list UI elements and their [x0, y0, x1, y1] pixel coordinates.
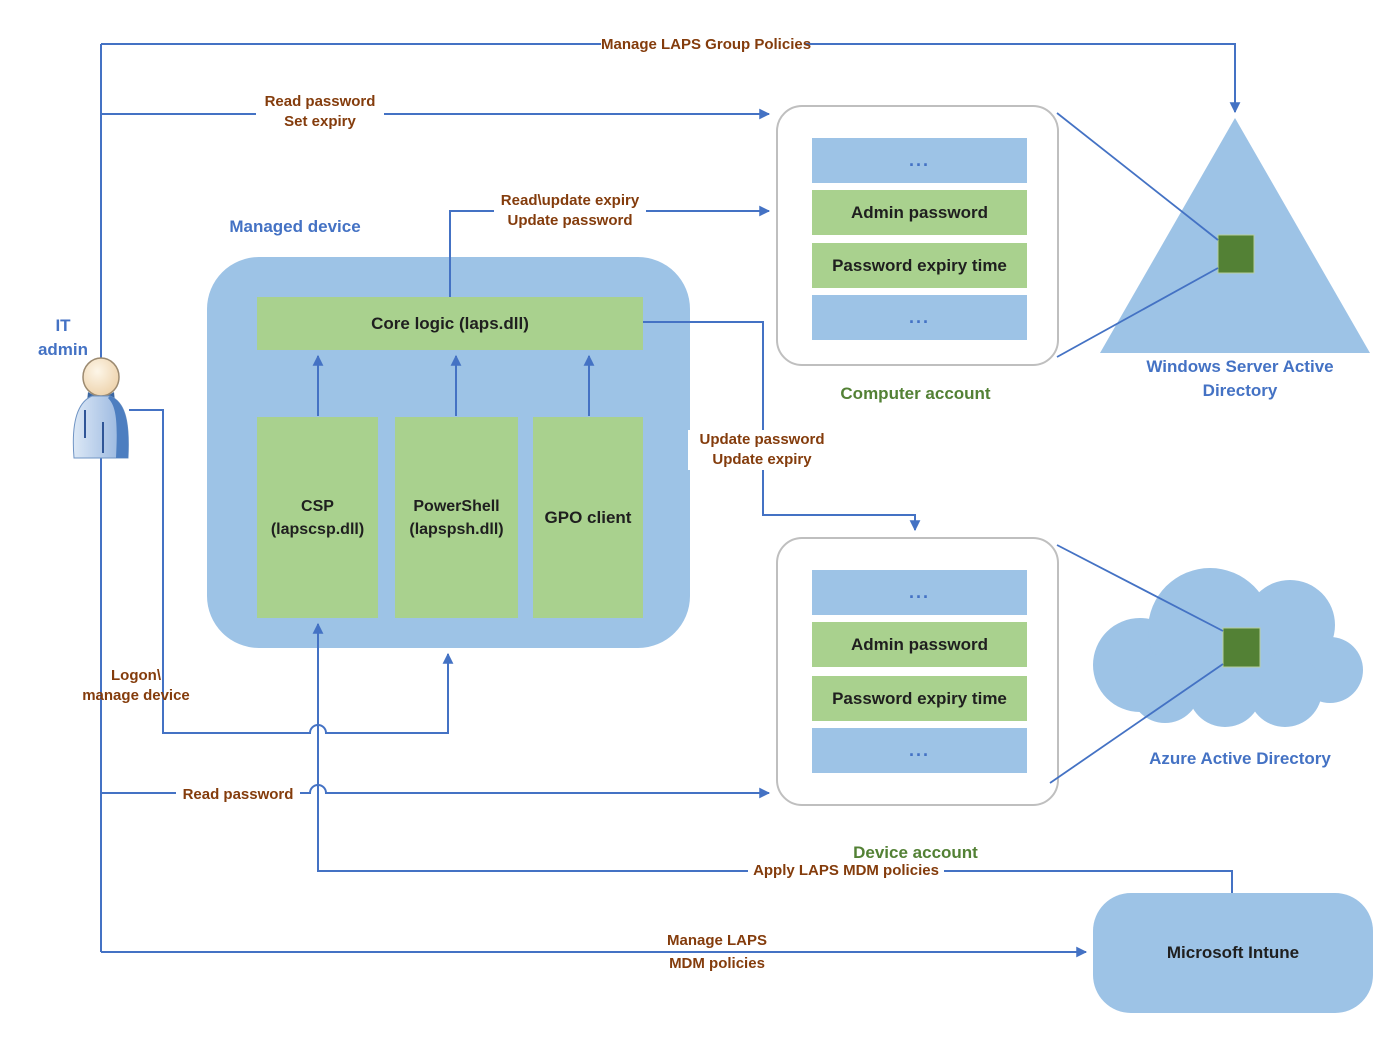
device-account-row: Admin password	[812, 622, 1027, 667]
powershell-label-line1: PowerShell	[413, 497, 500, 515]
computer-account-row: ...	[812, 295, 1027, 340]
edge-label-manage-mdm-policies-line2: MDM policies	[669, 955, 765, 972]
edge-label-logon-manage-device: Logon\ manage device	[82, 667, 190, 704]
azure-ad-cloud-icon	[1093, 568, 1363, 727]
powershell-box: PowerShell (lapspsh.dll)	[395, 417, 518, 618]
it-admin-icon	[72, 357, 129, 459]
edge-label-read-password: Read password	[176, 785, 300, 805]
managed-device-label: Managed device	[229, 217, 361, 236]
windows-ad-directory-node-icon	[1217, 234, 1255, 274]
edge-label-manage-group-policies: Manage LAPS Group Policies	[601, 35, 812, 55]
core-logic-label: Core logic (laps.dll)	[371, 313, 529, 333]
device-account-row: ...	[812, 728, 1027, 773]
powershell-label-line2: (lapspsh.dll)	[409, 520, 504, 538]
csp-label-line2: (lapscsp.dll)	[270, 520, 365, 538]
microsoft-intune-box: Microsoft Intune	[1093, 893, 1373, 1013]
computer-account-box: ... Admin password Password expiry time …	[776, 105, 1059, 366]
windows-ad-label: Windows Server Active Directory	[1146, 357, 1334, 400]
edge-label-update-password-expiry: Update password Update expiry	[688, 430, 836, 470]
device-account-box: ... Admin password Password expiry time …	[776, 537, 1059, 806]
azure-ad-label: Azure Active Directory	[1149, 749, 1331, 768]
computer-account-row: Admin password	[812, 190, 1027, 235]
edge-label-read-update-expiry: Read\update expiry Update password	[494, 191, 646, 231]
device-account-row: Password expiry time	[812, 676, 1027, 721]
computer-account-row: ...	[812, 138, 1027, 183]
callout-computer-top-line	[1056, 112, 1219, 241]
gpo-client-box: GPO client	[533, 417, 643, 618]
edge-label-manage-mdm-policies-line1: Manage LAPS	[666, 932, 768, 949]
azure-ad-directory-node-icon	[1222, 627, 1261, 668]
device-account-row: ...	[812, 570, 1027, 615]
csp-box: CSP (lapscsp.dll)	[257, 417, 378, 618]
callout-computer-bottom-line	[1056, 267, 1219, 358]
edge-label-read-password-set-expiry: Read password Set expiry	[256, 92, 384, 132]
computer-account-label: Computer account	[840, 384, 991, 403]
csp-label-line1: CSP	[301, 497, 334, 515]
it-admin-label: IT admin	[37, 316, 89, 359]
gpo-client-label: GPO client	[544, 507, 632, 527]
edge-apply-mdm-policies-line	[312, 622, 1233, 893]
edge-label-apply-mdm-policies: Apply LAPS MDM policies	[748, 861, 944, 881]
callout-device-top-line	[1056, 544, 1224, 632]
core-logic-box: Core logic (laps.dll)	[257, 297, 643, 350]
microsoft-intune-label: Microsoft Intune	[1166, 943, 1300, 962]
computer-account-row: Password expiry time	[812, 243, 1027, 288]
windows-ad-triangle-icon	[1100, 118, 1370, 353]
device-account-label: Device account	[853, 843, 978, 862]
